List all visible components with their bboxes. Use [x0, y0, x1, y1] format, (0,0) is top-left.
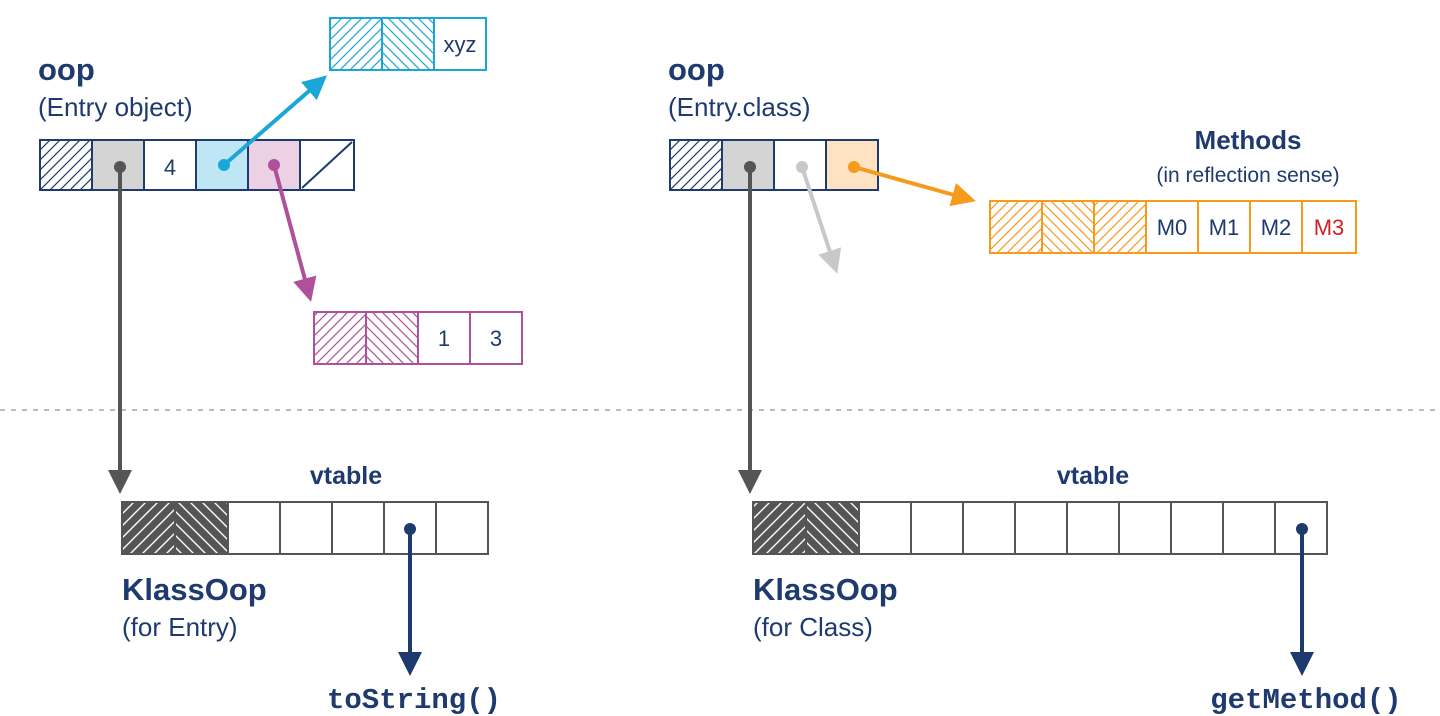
left-klass-header-b-hatch: [174, 501, 229, 555]
right-klass-header-b-hatch: [805, 501, 860, 555]
methods-subtitle: (in reflection sense): [1156, 164, 1339, 187]
methods-header-b: [1041, 200, 1095, 254]
right-vtable-slot-1: [910, 501, 964, 555]
method-cell-1: [1197, 200, 1251, 254]
left-oop-group: oop (Entry object) 4 xyz 1 3: [38, 17, 523, 716]
right-vtable-slot-0: [858, 501, 912, 555]
right-vtable-slot-7: [1222, 501, 1276, 555]
left-klass-subtitle: (for Entry): [122, 612, 238, 642]
int-header-cell-a: [313, 311, 367, 365]
right-klass-title: KlassOop: [753, 572, 898, 607]
int-ref-arrow: [272, 164, 317, 302]
right-oop-subtitle: (Entry.class): [668, 92, 811, 122]
left-oop-subtitle: (Entry object): [38, 92, 193, 122]
left-oop-record: 4: [39, 139, 355, 191]
right-vtable-slot-5: [1118, 501, 1172, 555]
int-value-0: 1: [438, 326, 450, 351]
left-vtable-slot-2: [331, 501, 385, 555]
left-vtable-slot-4: [435, 501, 489, 555]
right-oop-group: oop (Entry.class) Methods (in reflection…: [668, 52, 1402, 716]
int-value-cell-0: [417, 311, 471, 365]
string-value: xyz: [444, 32, 477, 57]
method-label-1: M1: [1209, 215, 1240, 240]
right-klass-record: [752, 501, 1328, 555]
method-label-3: M3: [1314, 215, 1345, 240]
int-value-cell-1: [469, 311, 523, 365]
methods-title: Methods: [1195, 125, 1302, 155]
left-vtable-slot-0: [227, 501, 281, 555]
string-header-cell-b: [381, 17, 435, 71]
left-vtable-slot-1: [279, 501, 333, 555]
methods-header-c: [1093, 200, 1147, 254]
right-oop-header-cell: [669, 139, 723, 191]
int-header-cell-b: [365, 311, 419, 365]
int-array-object: 1 3: [313, 311, 523, 365]
tostring-method: toString(): [327, 684, 501, 716]
right-vtable-slot-6: [1170, 501, 1224, 555]
left-klass-header-a-hatch: [121, 501, 176, 555]
left-oop-value: 4: [164, 155, 176, 180]
method-cell-0: [1145, 200, 1199, 254]
null-slash: [301, 141, 353, 189]
left-klass-title: KlassOop: [122, 572, 267, 607]
right-vtable-slot-3: [1014, 501, 1068, 555]
string-ref-arrow: [222, 75, 328, 167]
right-vtable-slot-2: [962, 501, 1016, 555]
right-oop-methods-ref-cell: [825, 139, 879, 191]
right-klass-header-a-hatch: [752, 501, 807, 555]
string-header-cell-a: [329, 17, 383, 71]
string-value-cell: [433, 17, 487, 71]
method-label-0: M0: [1157, 215, 1188, 240]
method-cell-3: [1301, 200, 1357, 254]
left-klass-record: [121, 501, 489, 555]
left-oop-title: oop: [38, 52, 95, 87]
right-oop-title: oop: [668, 52, 725, 87]
right-vtable-slot-4: [1066, 501, 1120, 555]
right-oop-record: [669, 139, 879, 191]
int-value-1: 3: [490, 326, 502, 351]
left-oop-header-cell: [39, 139, 93, 191]
methods-array: M0 M1 M2 M3: [989, 200, 1357, 254]
methods-header-a: [989, 200, 1043, 254]
string-object: xyz: [329, 17, 487, 71]
right-klass-subtitle: (for Class): [753, 612, 873, 642]
method-label-2: M2: [1261, 215, 1292, 240]
left-vtable-label: vtable: [310, 462, 382, 490]
getmethod-method: getMethod(): [1210, 684, 1401, 716]
right-vtable-label: vtable: [1057, 462, 1129, 490]
methods-ref-arrow: [853, 165, 976, 207]
method-cell-2: [1249, 200, 1303, 254]
field-ref-arrow: [800, 166, 842, 274]
